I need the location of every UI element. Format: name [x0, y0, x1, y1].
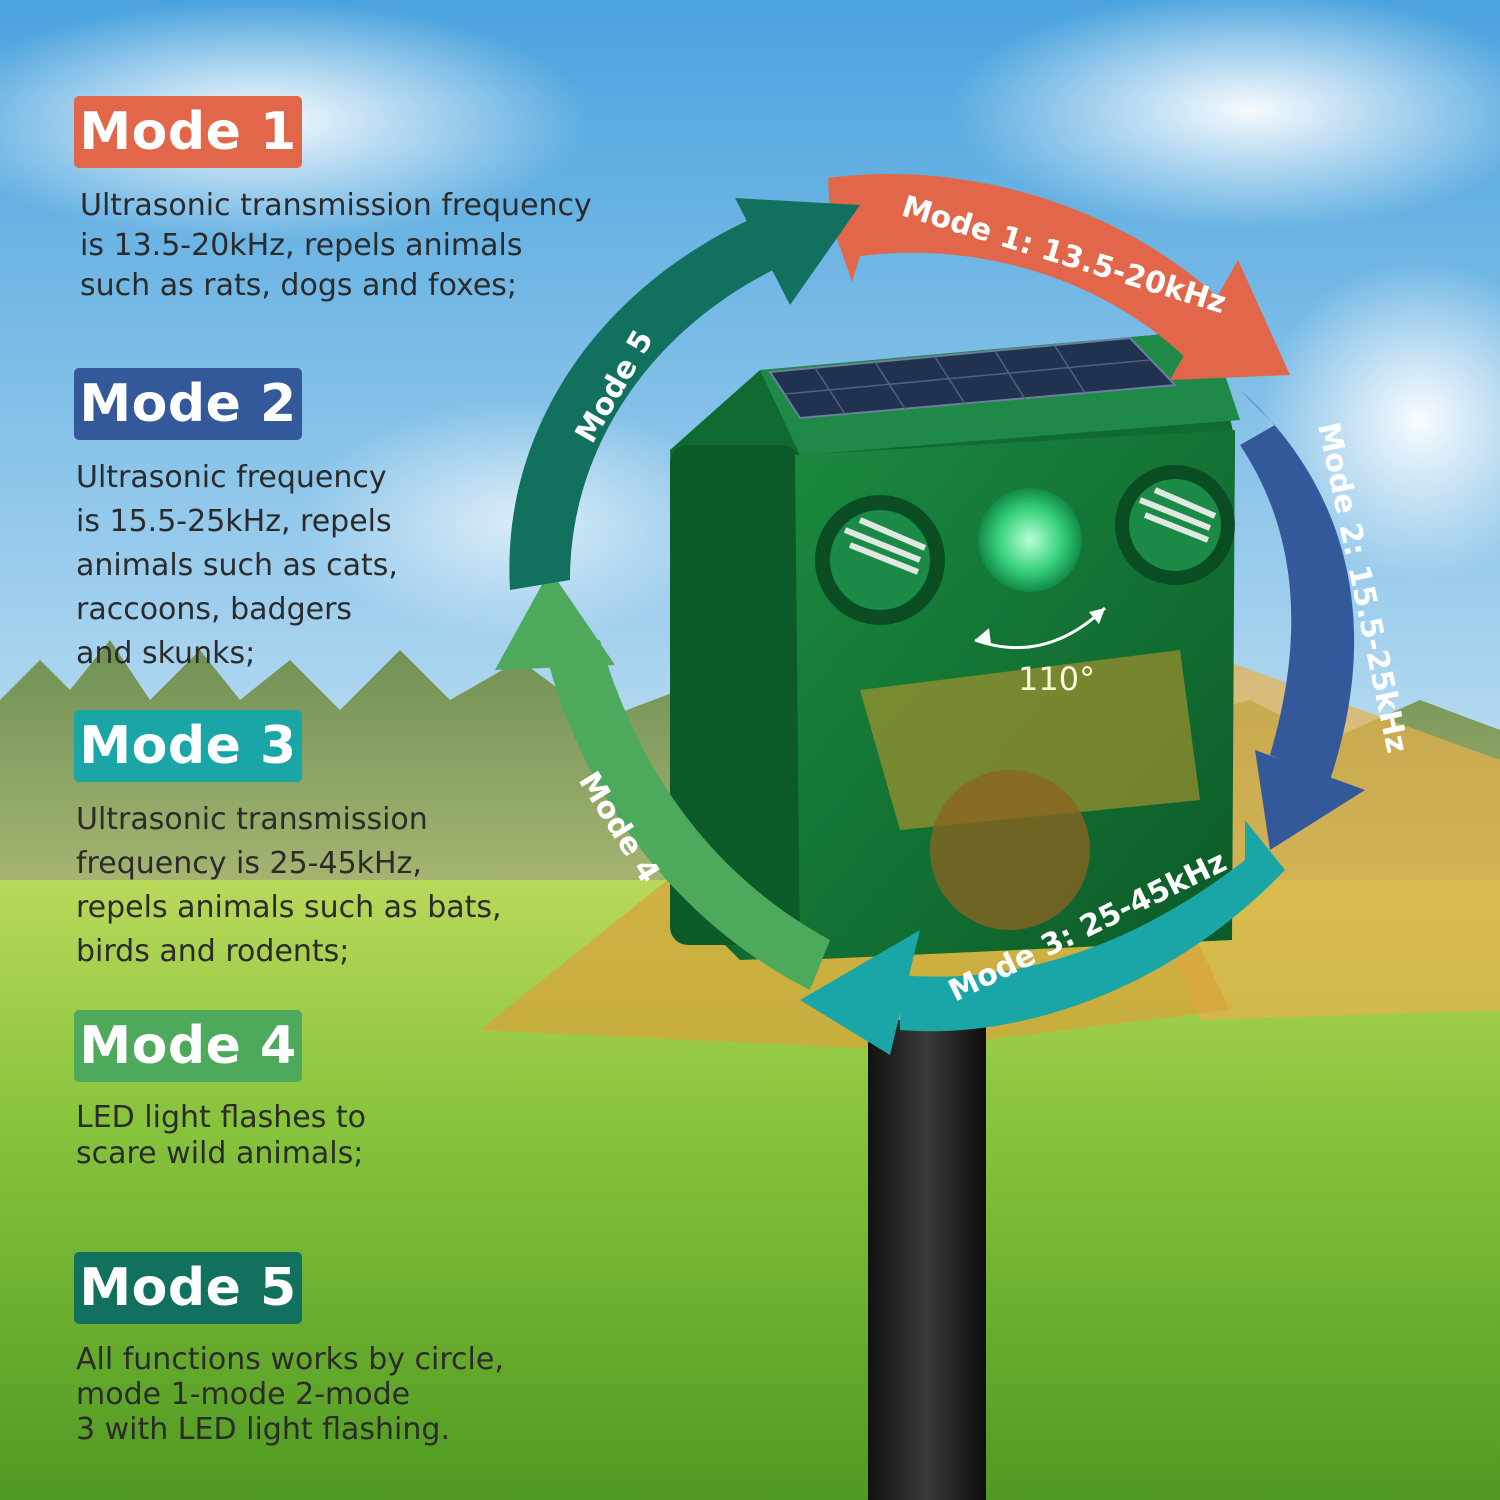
- mode2-arrow: [1240, 390, 1365, 850]
- mode1-arrow: [828, 174, 1290, 380]
- mode3-arrow: [800, 820, 1285, 1055]
- mode2-badge: Mode 2: [74, 368, 302, 440]
- repeller-device: [670, 330, 1240, 960]
- angle-indicator: [974, 606, 1107, 650]
- solar-panel: [768, 336, 1178, 420]
- solar-panel-grid: [784, 345, 1151, 415]
- mode3-description: Ultrasonic transmission frequency is 25-…: [76, 802, 502, 969]
- mode1-badge: Mode 1: [74, 96, 302, 168]
- speaker-right-icon: [1115, 465, 1235, 585]
- mode2-description: Ultrasonic frequency is 15.5-25kHz, repe…: [76, 460, 398, 671]
- mode5-description: All functions works by circle, mode 1-mo…: [76, 1342, 504, 1447]
- mode5-arrow: [509, 198, 860, 590]
- mode5-badge: Mode 5: [74, 1252, 302, 1324]
- speaker-left-icon: [815, 495, 945, 625]
- mode1-description: Ultrasonic transmission frequency is 13.…: [80, 188, 592, 303]
- pir-sensor-icon: [978, 488, 1082, 592]
- mode4-description: LED light flashes to scare wild animals;: [76, 1100, 366, 1171]
- mode3-badge: Mode 3: [74, 710, 302, 782]
- mode4-badge: Mode 4: [74, 1010, 302, 1082]
- stake-pole: [868, 1020, 986, 1500]
- angle-label: 110°: [1018, 660, 1095, 698]
- led-lamp-icon: [930, 770, 1090, 930]
- mode4-arrow: [495, 570, 830, 990]
